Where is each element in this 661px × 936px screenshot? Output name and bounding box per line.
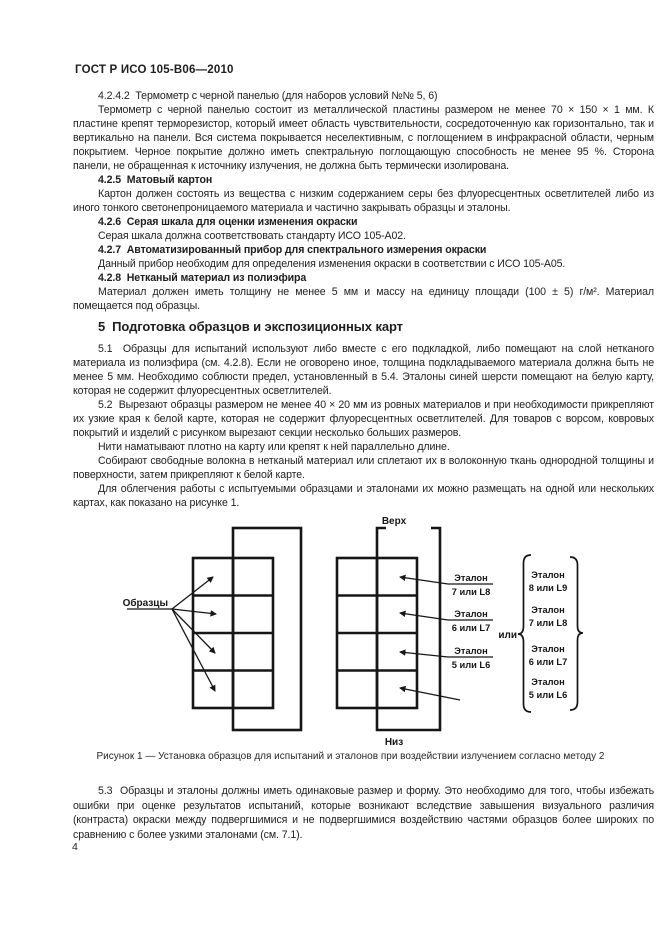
reference-label-3a: Эталон — [454, 646, 487, 656]
para-52-body: 5.2 Вырезают образцы размером не менее 4… — [73, 399, 654, 439]
right-card-and-grid: Верх Низ — [335, 516, 442, 748]
reference-arrow-2 — [399, 610, 493, 621]
section-5-heading: 5 Подготовка образцов и экспозиционных к… — [98, 319, 403, 334]
para-4242-body: Термометр с черной панелью состоит из ме… — [73, 104, 654, 172]
reference-label-1b: 7 или L8 — [452, 587, 491, 597]
document-header-title: ГОСТ Р ИСО 105-В06—2010 — [75, 64, 234, 76]
para-53-body: 5.3 Образцы и эталоны должны иметь одина… — [73, 785, 654, 841]
reference-label-2a: Эталон — [454, 609, 487, 619]
heading-426: 4.2.6 Серая шкала для оценки изменения о… — [98, 216, 358, 228]
heading-427: 4.2.7 Автоматизированный прибор для спек… — [98, 244, 487, 256]
para-425-body: Картон должен состоять из вещества с низ… — [73, 188, 654, 214]
reference-arrow-3 — [399, 649, 493, 658]
para-427-body: Данный прибор необходим для определения … — [98, 258, 566, 270]
brace-label-3b: 6 или L7 — [529, 657, 568, 667]
reference-arrow-1 — [399, 574, 493, 585]
brace-label-2a: Эталон — [531, 605, 564, 615]
para-cards: Для облегчения работы с испытуемыми обра… — [73, 483, 654, 509]
samples-label: Образцы — [123, 597, 168, 609]
brace-label-1b: 8 или L9 — [529, 583, 568, 593]
right-exposure-card — [375, 526, 442, 732]
para-4242-heading: 4.2.4.2 Термометр с черной панелью (для … — [98, 90, 438, 102]
samples-callout: Образцы — [123, 576, 217, 692]
left-brace — [517, 554, 532, 713]
para-fibres: Собирают свободные волокна в нетканый ма… — [73, 455, 654, 481]
page-number: 4 — [72, 841, 78, 853]
sample-arrow-2 — [171, 608, 217, 617]
para-428-body: Материал должен иметь толщину не менее 5… — [73, 286, 654, 312]
brace-label-3a: Эталон — [531, 644, 564, 654]
brace-label-4b: 5 или L6 — [529, 690, 568, 700]
figure-1-caption: Рисунок 1 — Установка образцов для испыт… — [96, 751, 605, 762]
para-51-body: 5.1 Образцы для испытаний используют либ… — [73, 343, 654, 397]
reference-callouts: Эталон 7 или L8 Эталон 6 или L7 Эталон 5… — [399, 573, 493, 701]
para-threads: Нити наматывают плотно на карту или креп… — [98, 441, 450, 453]
figure-1-diagram: Образцы Верх Низ Эталон 7 или L8 Эталон — [123, 516, 584, 748]
heading-428: 4.2.8 Нетканый материал из полиэфира — [98, 272, 307, 284]
left-card-and-grid — [191, 526, 303, 732]
sample-arrow-1 — [171, 576, 214, 610]
sample-arrow-4 — [171, 608, 216, 692]
body-text-column: 4.2.4.2 Термометр с черной панелью (для … — [73, 89, 654, 510]
reference-label-1a: Эталон — [454, 573, 487, 583]
reference-label-2b: 6 или L7 — [452, 623, 491, 633]
brace-label-4a: Эталон — [531, 677, 564, 687]
heading-425: 4.2.5 Матовый картон — [98, 174, 213, 186]
or-label: или — [498, 630, 517, 641]
alternative-group: или Эталон 8 или L9 Эталон 7 или L8 Этал… — [498, 554, 584, 713]
brace-label-2b: 7 или L8 — [529, 618, 568, 628]
bottom-label: Низ — [385, 737, 403, 748]
top-label: Верх — [382, 516, 407, 527]
sample-arrow-3 — [171, 608, 216, 654]
right-brace — [569, 556, 584, 711]
reference-arrow-4 — [399, 685, 461, 701]
brace-label-1a: Эталон — [531, 570, 564, 580]
para-426-body: Серая шкала должна соответствовать станд… — [98, 230, 406, 242]
reference-label-3b: 5 или L6 — [452, 660, 491, 670]
